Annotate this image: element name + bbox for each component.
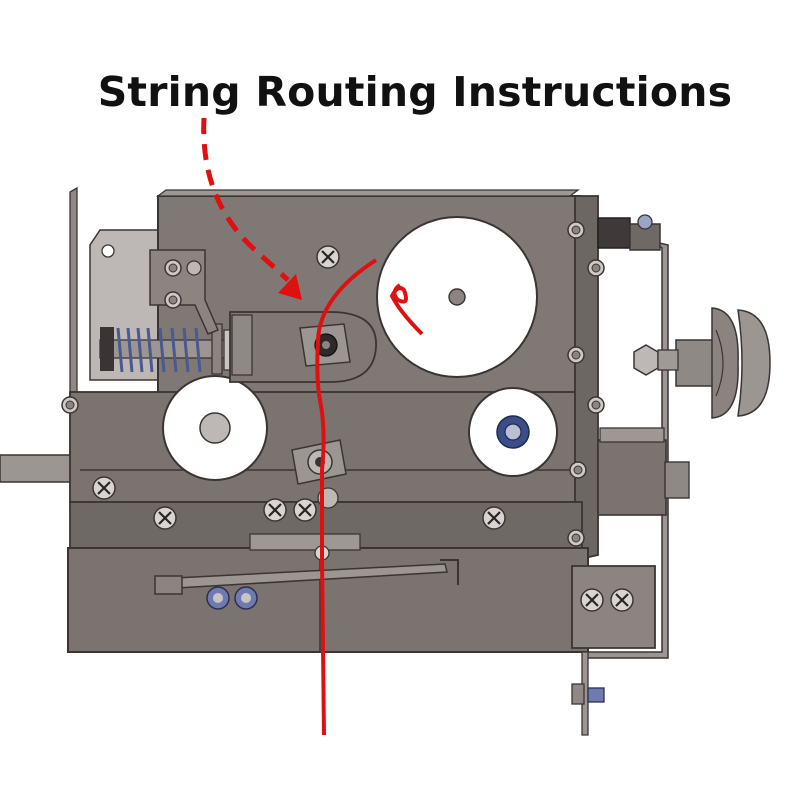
- upper-guide-plate: [231, 314, 253, 376]
- phillips-screw-icon: [569, 461, 587, 479]
- housing-top-edge: [156, 189, 580, 197]
- phillips-screw-icon: [481, 505, 507, 531]
- phillips-screw-icon: [579, 587, 605, 613]
- diagram-title: String Routing Instructions: [97, 68, 733, 116]
- phillips-screw-icon: [587, 259, 605, 277]
- large-wheel-axle: [448, 288, 466, 306]
- hub-cap: [664, 461, 690, 499]
- string-path: [315, 258, 378, 736]
- phillips-screw-icon: [164, 259, 182, 277]
- phillips-screw-icon: [567, 221, 585, 239]
- phillips-screw-icon: [567, 346, 585, 364]
- base-lip: [249, 533, 361, 551]
- arrow-head-icon: [278, 274, 302, 300]
- phillips-screw-icon: [152, 505, 178, 531]
- hex-nut-icon: [633, 344, 679, 376]
- phillips-screw-icon: [609, 587, 635, 613]
- pulley-icon: [675, 307, 771, 419]
- switch-roller: [186, 260, 202, 276]
- right-rod-lower: [581, 651, 589, 736]
- lever-pivot: [154, 575, 183, 595]
- phillips-screw-icon: [315, 244, 341, 270]
- string-knot: [389, 283, 424, 336]
- lever-hook: [440, 559, 459, 585]
- hex-nut-icon: [571, 683, 605, 705]
- left-wheel-hub: [199, 412, 231, 444]
- top-clamp: [597, 217, 631, 249]
- spring-stop: [211, 323, 223, 375]
- phillips-screw-icon: [61, 396, 79, 414]
- washer-pair: [206, 586, 258, 610]
- plate-hole: [101, 244, 115, 258]
- left-rod: [0, 454, 81, 483]
- phillips-screw-icon: [262, 497, 288, 523]
- base-block: [67, 547, 589, 653]
- hub-block: [597, 439, 667, 516]
- phillips-screw-icon: [567, 529, 585, 547]
- spring-icon: [116, 327, 202, 373]
- spring-cap: [100, 327, 114, 371]
- hub-top: [599, 427, 665, 443]
- phillips-screw-icon: [587, 396, 605, 414]
- upper-guide-bolt-center: [322, 341, 330, 349]
- phillips-screw-icon: [164, 291, 182, 309]
- right-wheel-bolt: [504, 423, 522, 441]
- routing-arrow: [201, 117, 290, 282]
- phillips-screw-icon: [91, 475, 117, 501]
- top-clamp-nut: [637, 214, 653, 230]
- phillips-screw-icon: [292, 497, 318, 523]
